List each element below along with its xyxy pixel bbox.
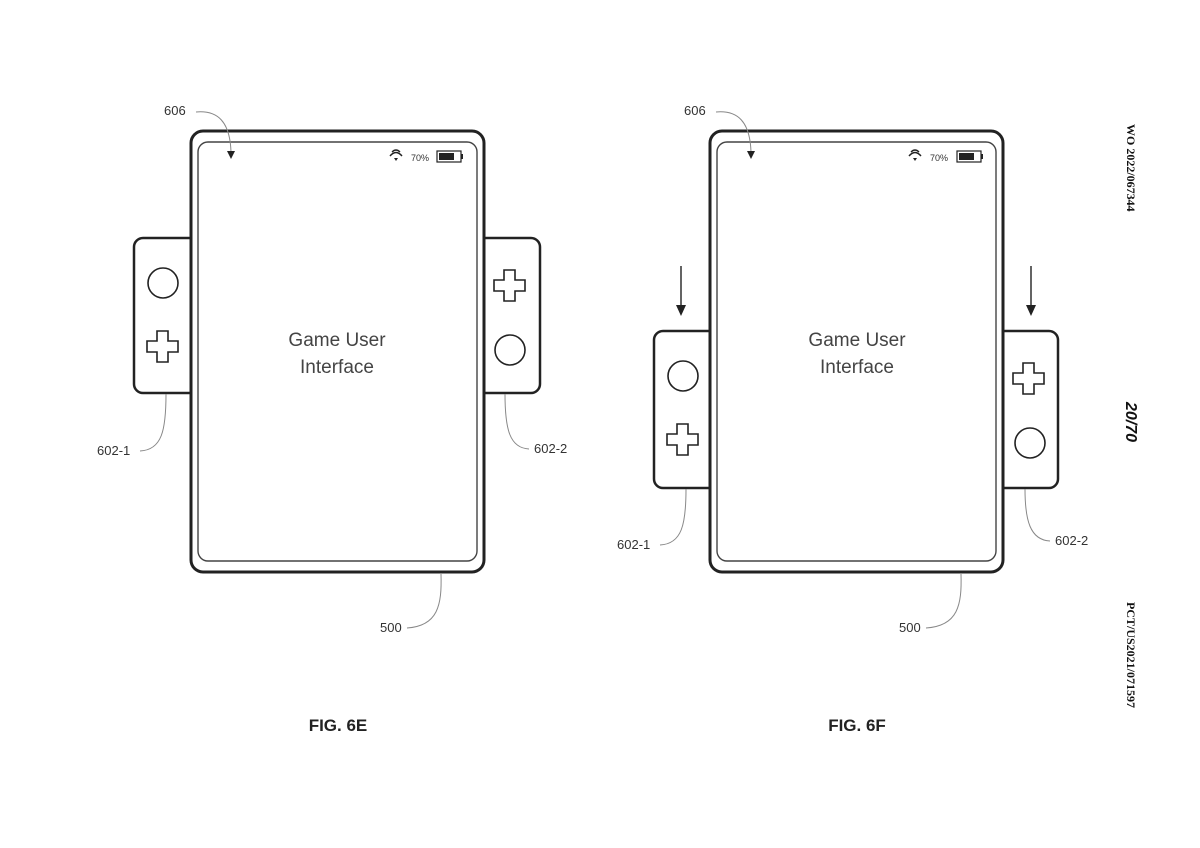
- controller-602-2: [476, 238, 540, 393]
- figure-caption-6e: FIG. 6E: [309, 716, 368, 735]
- ref-label-606: 606: [684, 103, 706, 118]
- down-arrow-icon: [1026, 266, 1036, 316]
- figure-caption-6f: FIG. 6F: [828, 716, 886, 735]
- controller-602-1: [654, 331, 718, 488]
- ref-label-602-2: 602-2: [1055, 533, 1088, 548]
- circle-button-icon: [148, 268, 178, 298]
- ref-label-500: 500: [899, 620, 921, 635]
- figure-6f: 70% Game User Interface 606 602-1 602-2: [617, 103, 1088, 735]
- sheet-number: 20/70: [1122, 401, 1139, 442]
- game-ui-title-line2: Interface: [820, 357, 894, 378]
- ref-label-606: 606: [164, 103, 186, 118]
- ref-label-602-1: 602-1: [617, 537, 650, 552]
- circle-button-icon: [1015, 428, 1045, 458]
- battery-percent: 70%: [930, 153, 948, 163]
- ref-label-500: 500: [380, 620, 402, 635]
- screen-606: [198, 142, 477, 561]
- down-arrow-icon: [676, 266, 686, 316]
- publication-number: WO 2022/067344: [1124, 124, 1138, 212]
- controller-602-1: [134, 238, 198, 393]
- ref-label-602-1: 602-1: [97, 443, 130, 458]
- application-number: PCT/US2021/071597: [1124, 602, 1138, 708]
- game-ui-title-line1: Game User: [808, 330, 906, 351]
- game-ui-title-line2: Interface: [300, 357, 374, 378]
- game-ui-title-line1: Game User: [288, 330, 386, 351]
- controller-602-2: [996, 331, 1058, 488]
- battery-percent: 70%: [411, 153, 429, 163]
- circle-button-icon: [495, 335, 525, 365]
- screen-606: [717, 142, 996, 561]
- figure-6e: 70% Game User Interface 606 602-1 602-2 …: [97, 103, 567, 735]
- ref-label-602-2: 602-2: [534, 441, 567, 456]
- circle-button-icon: [668, 361, 698, 391]
